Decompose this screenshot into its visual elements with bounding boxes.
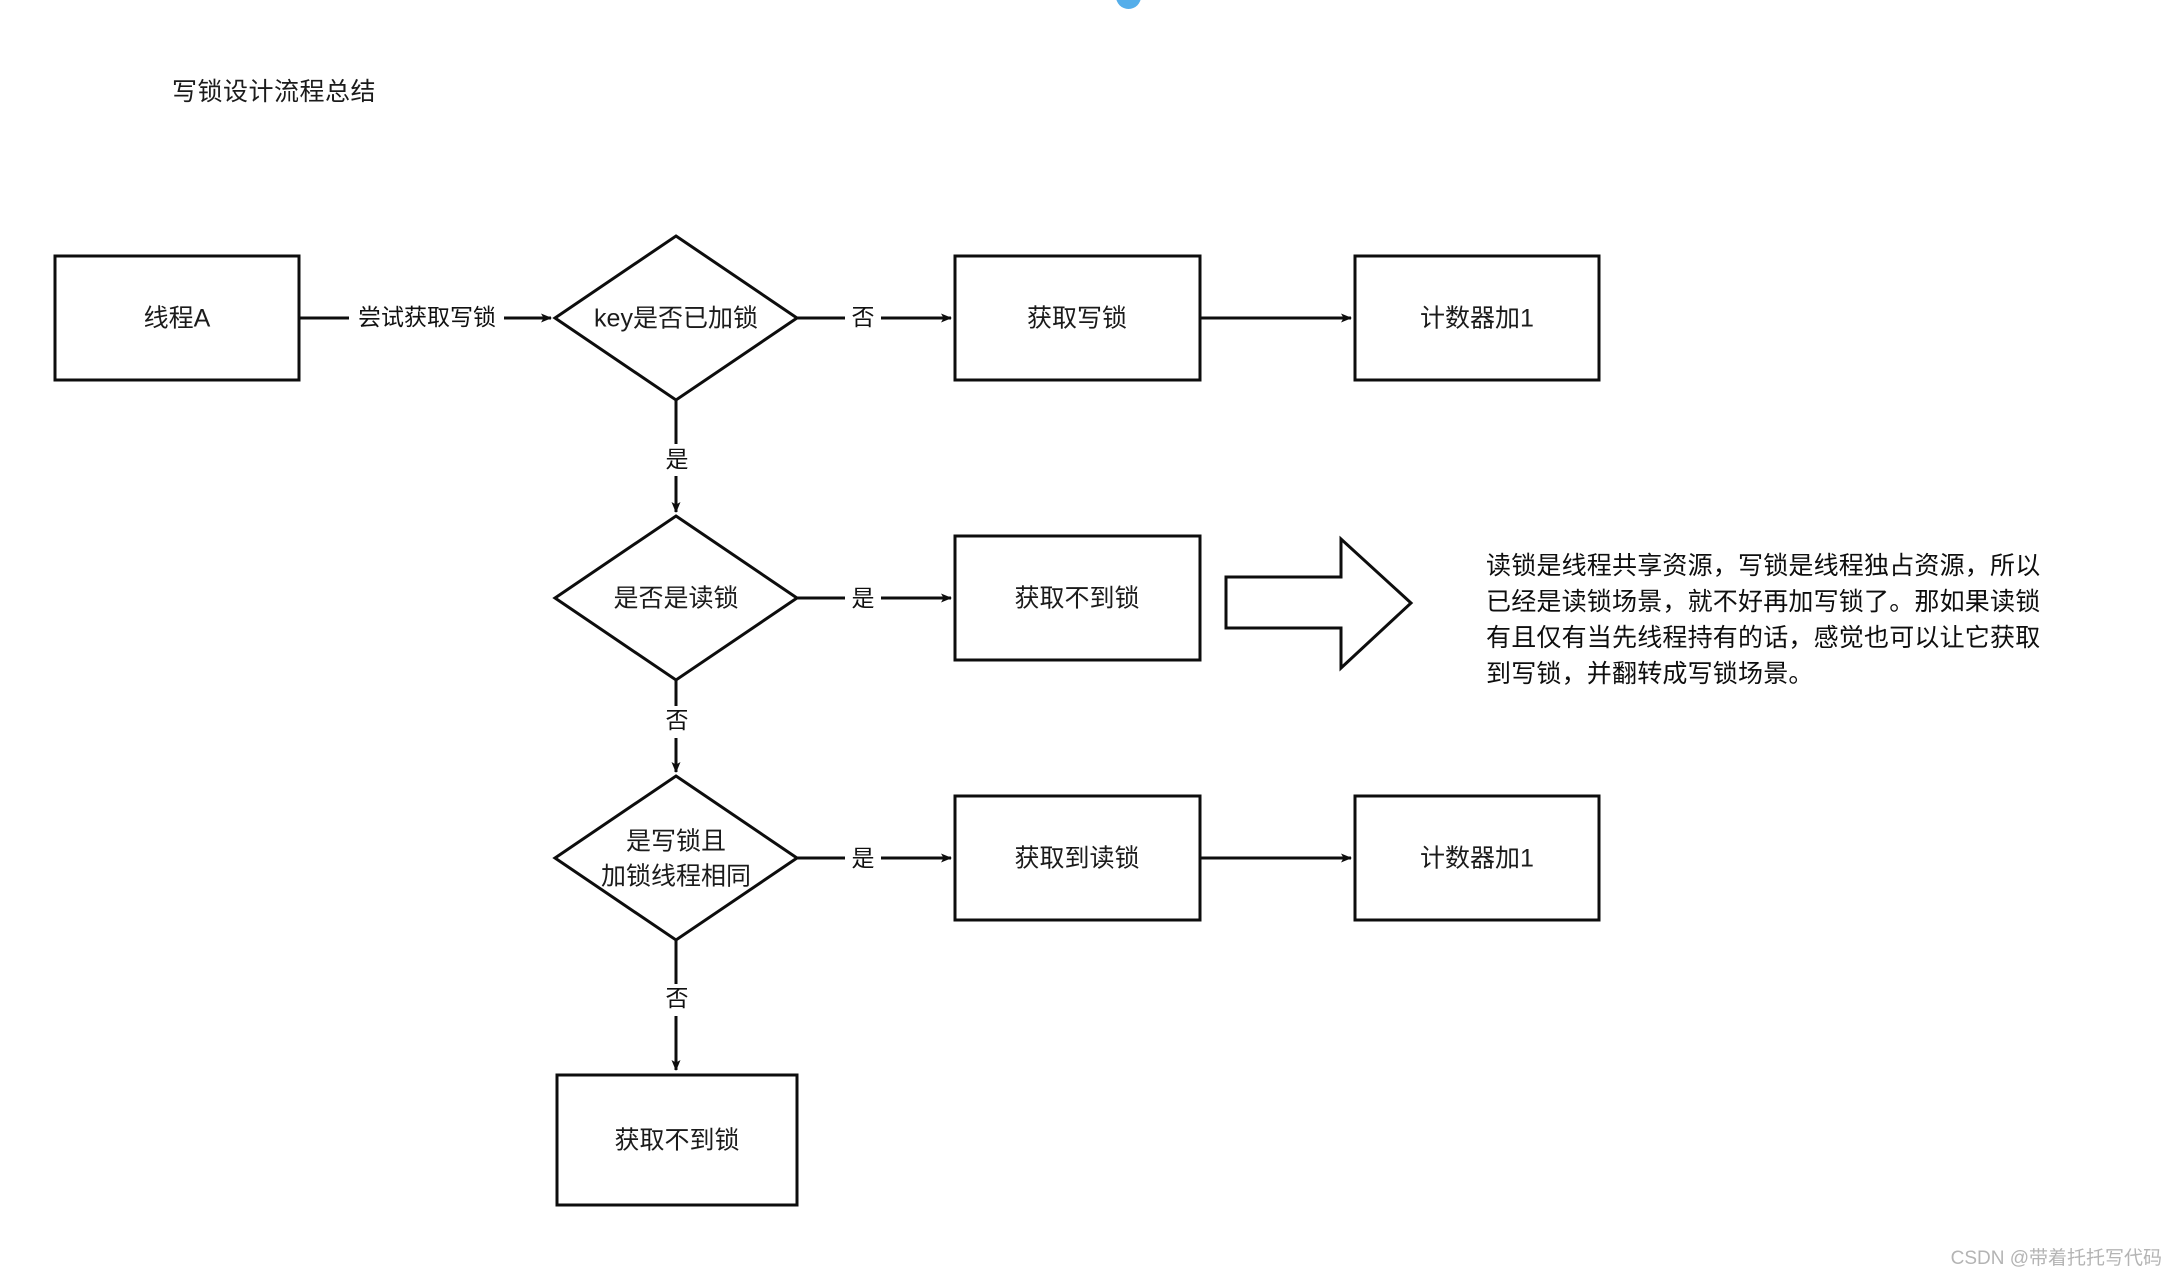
page-title: 写锁设计流程总结 bbox=[172, 78, 377, 106]
node-is-write-lock-same-thread[interactable]: 是写锁且 加锁线程相同 bbox=[552, 774, 800, 942]
node-counter-inc-1[interactable]: 计数器加1 bbox=[1353, 254, 1601, 382]
node-counter-inc-1-label: 计数器加1 bbox=[1420, 305, 1534, 333]
edge-write-same-no-down: 否 bbox=[659, 940, 695, 1071]
edge-write-same-yes: 是 bbox=[797, 842, 952, 874]
node-acquire-write-lock[interactable]: 获取写锁 bbox=[953, 254, 1202, 382]
node-is-read-lock-label: 是否是读锁 bbox=[613, 585, 738, 613]
node-thread-a-label: 线程A bbox=[144, 305, 211, 333]
node-is-read-lock[interactable]: 是否是读锁 bbox=[552, 514, 800, 682]
edge-key-yes-down: 是 bbox=[659, 400, 695, 513]
edge-key-no-to-acquire-write: 否 bbox=[797, 302, 952, 334]
node-key-locked-label: key是否已加锁 bbox=[594, 305, 758, 333]
node-cannot-acquire-1-label: 获取不到锁 bbox=[1014, 585, 1139, 613]
node-is-write-lock-same-thread-label-line1: 是写锁且 bbox=[626, 828, 726, 856]
annotation-line-2: 已经是读锁场景，就不好再加写锁了。那如果读锁 bbox=[1486, 588, 2041, 616]
watermark: CSDN @带着托托写代码 bbox=[1950, 1248, 2162, 1269]
annotation-line-1: 读锁是线程共享资源，写锁是线程独占资源，所以 bbox=[1486, 552, 2041, 580]
node-acquired-read-lock-label: 获取到读锁 bbox=[1014, 845, 1139, 873]
node-cannot-acquire-2-label: 获取不到锁 bbox=[614, 1127, 739, 1155]
blue-cursor-dot bbox=[1116, 0, 1141, 9]
edge-label-key-yes: 是 bbox=[666, 446, 689, 472]
edge-label-read-no: 否 bbox=[666, 707, 689, 733]
edge-label-write-same-no: 否 bbox=[666, 985, 689, 1011]
annotation-line-3: 有且仅有当先线程持有的话，感觉也可以让它获取 bbox=[1486, 624, 2041, 652]
annotation-line-4: 到写锁，并翻转成写锁场景。 bbox=[1486, 660, 1814, 688]
node-is-write-lock-same-thread-label-line2: 加锁线程相同 bbox=[601, 863, 751, 891]
edge-label-try-acquire-write-lock: 尝试获取写锁 bbox=[358, 304, 496, 330]
node-acquired-read-lock[interactable]: 获取到读锁 bbox=[953, 794, 1202, 922]
edge-label-write-same-yes: 是 bbox=[852, 845, 875, 871]
annotation-text: 读锁是线程共享资源，写锁是线程独占资源，所以 已经是读锁场景，就不好再加写锁了。… bbox=[1486, 548, 2046, 692]
node-counter-inc-2-label: 计数器加1 bbox=[1420, 845, 1534, 873]
callout-block-arrow bbox=[1224, 535, 1414, 672]
node-counter-inc-2[interactable]: 计数器加1 bbox=[1353, 794, 1601, 922]
node-thread-a[interactable]: 线程A bbox=[53, 254, 301, 382]
edge-thread-to-key: 尝试获取写锁 bbox=[299, 302, 552, 334]
edge-label-read-yes: 是 bbox=[852, 585, 875, 611]
node-cannot-acquire-1[interactable]: 获取不到锁 bbox=[953, 534, 1202, 662]
node-key-locked[interactable]: key是否已加锁 bbox=[552, 234, 800, 402]
edge-read-no-down: 否 bbox=[659, 680, 695, 773]
node-acquire-write-lock-label: 获取写锁 bbox=[1027, 305, 1127, 333]
node-cannot-acquire-2[interactable]: 获取不到锁 bbox=[555, 1073, 799, 1207]
edge-label-key-no: 否 bbox=[852, 304, 875, 330]
edge-read-yes-to-fail: 是 bbox=[797, 582, 952, 614]
